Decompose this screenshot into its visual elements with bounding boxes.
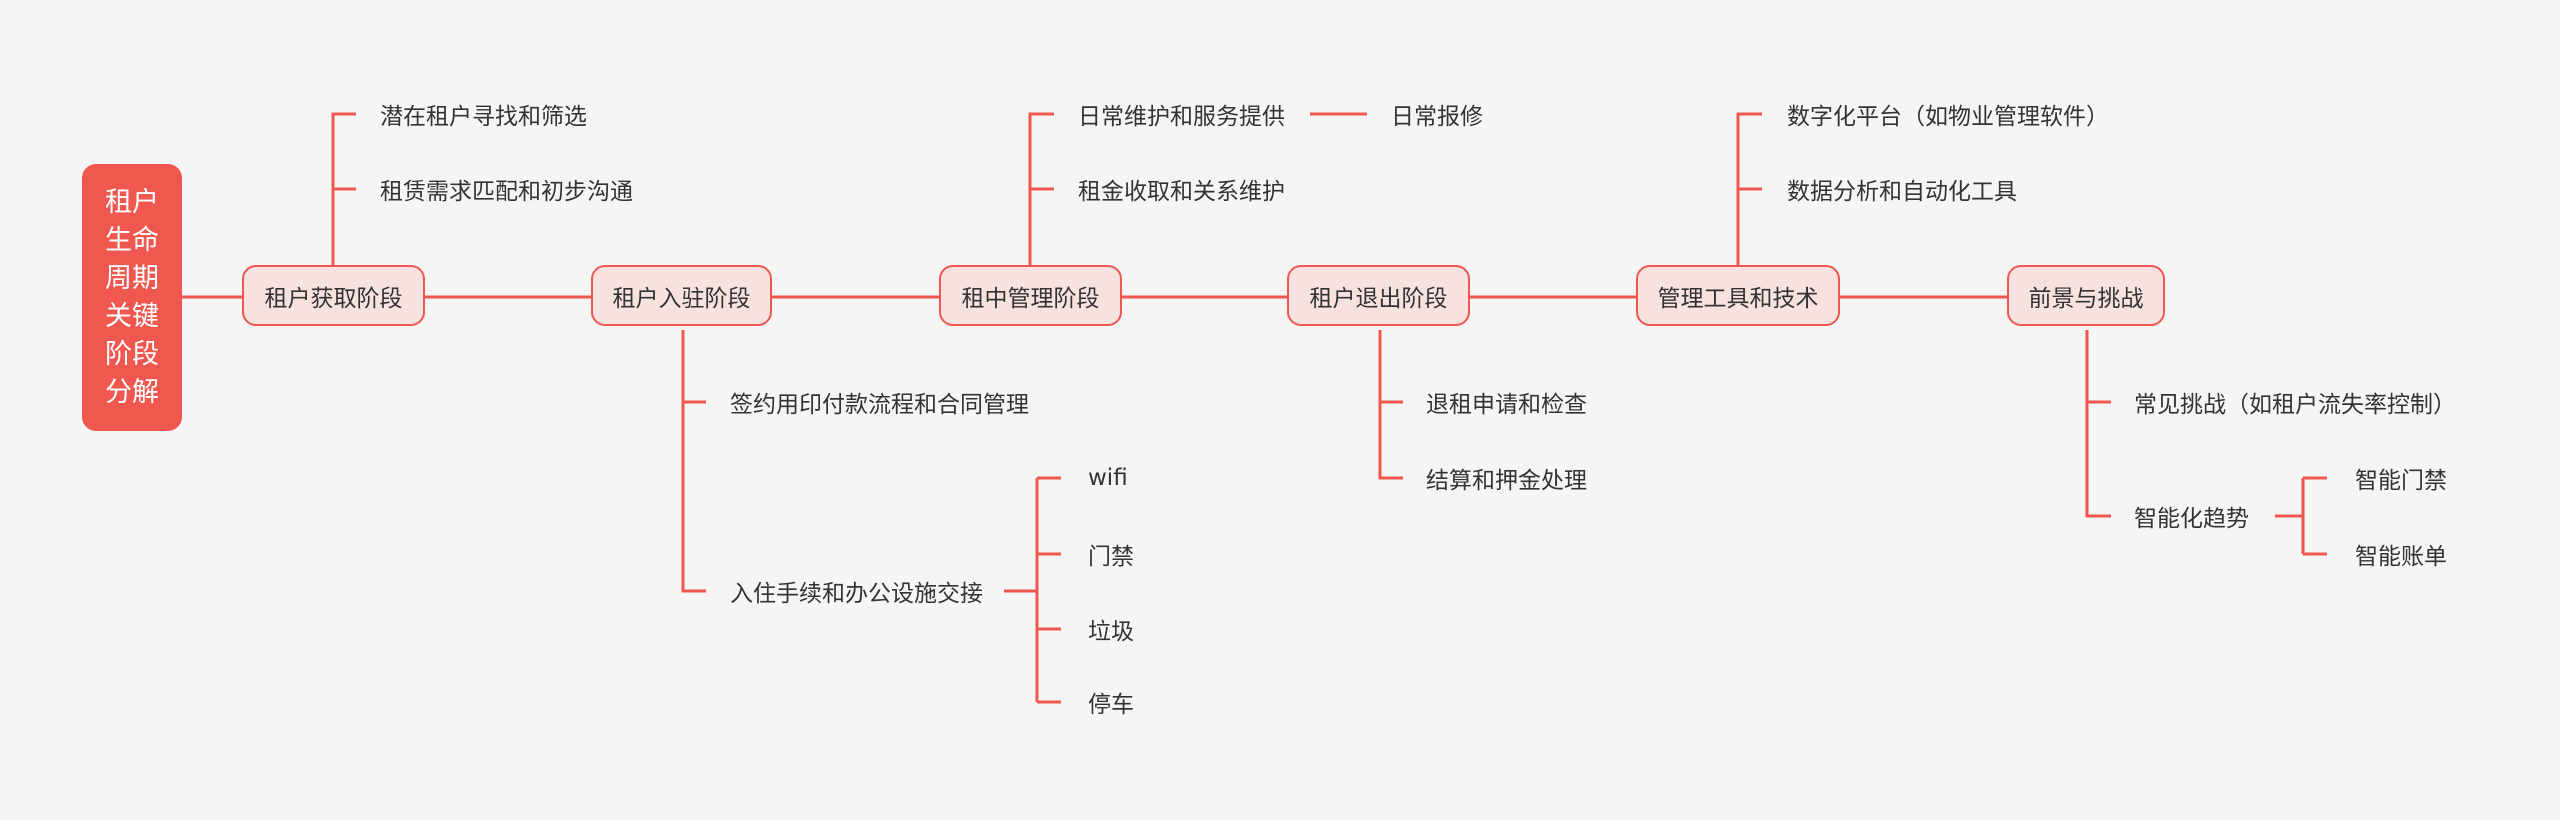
leaf-topic[interactable]: 租赁需求匹配和初步沟通 — [380, 179, 633, 205]
stage-acquisition[interactable]: 租户获取阶段 — [242, 265, 425, 326]
leaf-topic[interactable]: 数据分析和自动化工具 — [1787, 179, 2017, 205]
leaf-topic[interactable]: 潜在租户寻找和筛选 — [380, 104, 587, 130]
root-label: 租户生命周期关键阶段分解 — [105, 186, 159, 408]
stage-label: 租户获取阶段 — [264, 285, 403, 312]
stage-onboarding[interactable]: 租户入驻阶段 — [591, 265, 772, 326]
leaf-topic[interactable]: 签约用印付款流程和合同管理 — [730, 392, 1029, 418]
stage-label: 租户入驻阶段 — [612, 285, 751, 312]
leaf-topic[interactable]: 日常维护和服务提供 — [1078, 104, 1285, 130]
sub-topic[interactable]: wifi — [1088, 465, 1128, 491]
stage-label: 租户退出阶段 — [1309, 285, 1448, 312]
leaf-topic[interactable]: 数字化平台（如物业管理软件） — [1787, 104, 2109, 130]
leaf-topic[interactable]: 常见挑战（如租户流失率控制） — [2134, 392, 2456, 418]
stage-exit[interactable]: 租户退出阶段 — [1287, 265, 1470, 326]
stage-label: 前景与挑战 — [2028, 285, 2144, 312]
stage-outlook[interactable]: 前景与挑战 — [2007, 265, 2165, 326]
leaf-topic[interactable]: 入住手续和办公设施交接 — [730, 581, 983, 607]
sub-topic[interactable]: 智能账单 — [2355, 544, 2447, 570]
sub-topic[interactable]: 智能门禁 — [2355, 468, 2447, 494]
root-topic[interactable]: 租户生命周期关键阶段分解 — [82, 164, 182, 431]
sub-topic[interactable]: 停车 — [1088, 692, 1134, 718]
stage-tools[interactable]: 管理工具和技术 — [1636, 265, 1840, 326]
leaf-topic[interactable]: 智能化趋势 — [2134, 506, 2249, 532]
stage-label: 管理工具和技术 — [1657, 285, 1819, 312]
sub-topic[interactable]: 垃圾 — [1088, 619, 1134, 645]
sub-topic[interactable]: 门禁 — [1088, 544, 1134, 570]
stage-label: 租中管理阶段 — [961, 285, 1100, 312]
leaf-topic[interactable]: 退租申请和检查 — [1426, 392, 1587, 418]
sub-topic[interactable]: 日常报修 — [1391, 104, 1483, 130]
leaf-topic[interactable]: 租金收取和关系维护 — [1078, 179, 1285, 205]
leaf-topic[interactable]: 结算和押金处理 — [1426, 468, 1587, 494]
stage-management[interactable]: 租中管理阶段 — [939, 265, 1122, 326]
